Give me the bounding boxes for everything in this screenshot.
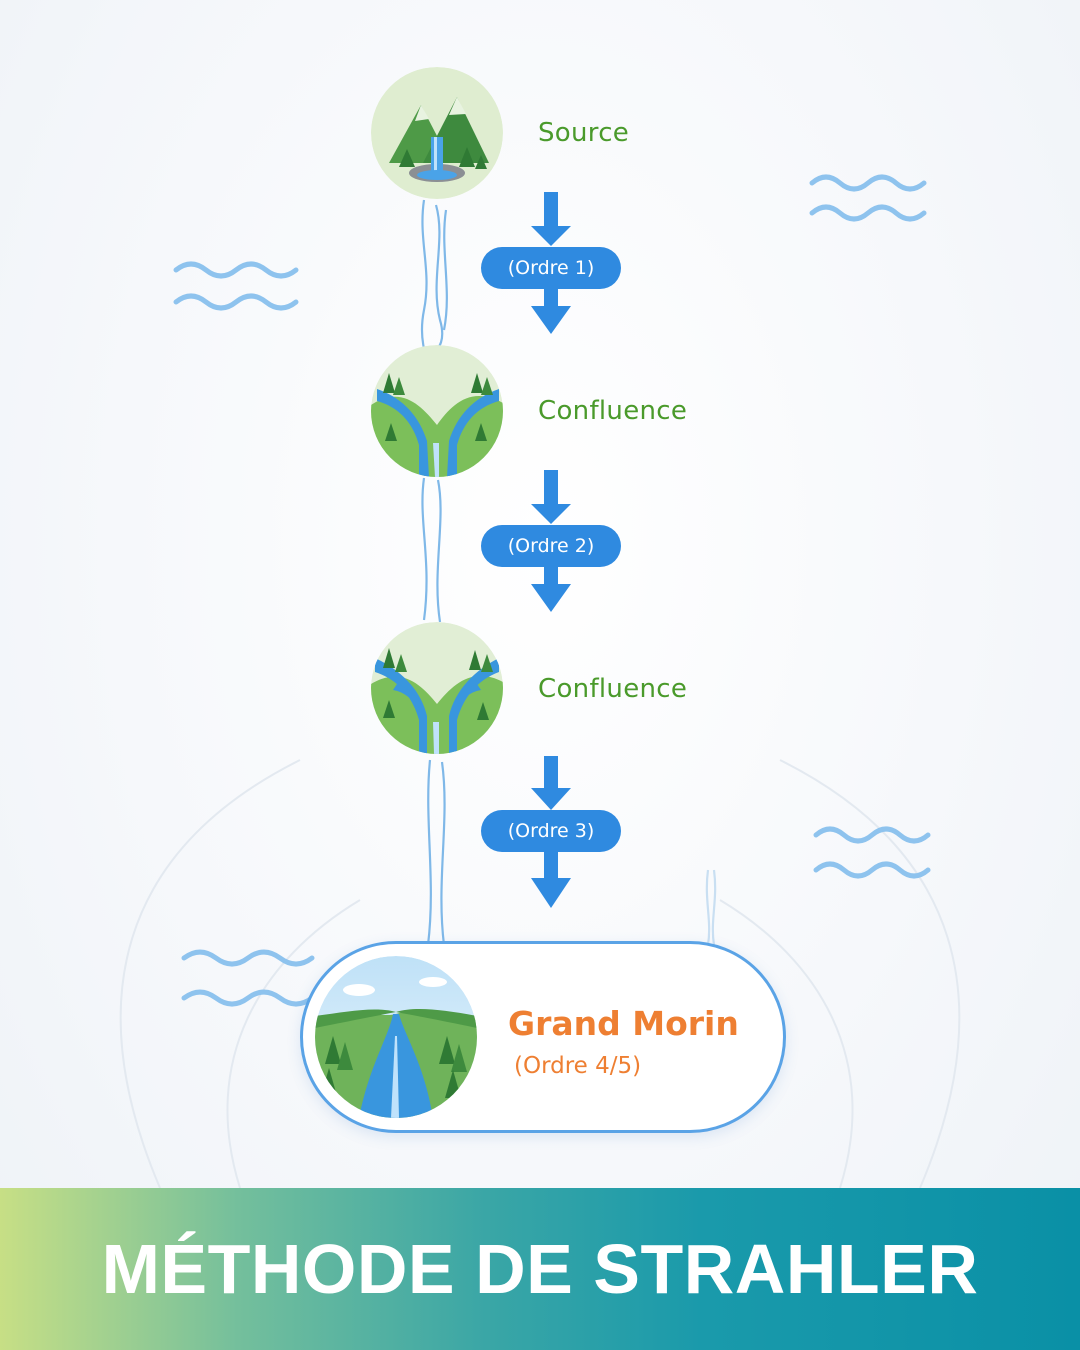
arrow-down-icon <box>531 470 571 612</box>
order-label-1: (Ordre 1) <box>481 247 621 289</box>
final-node-card: Grand Morin (Ordre 4/5) <box>300 941 786 1133</box>
wave-icon <box>173 293 299 311</box>
node-label-confluence-1: Confluence <box>538 396 688 426</box>
arrow-down-icon <box>531 192 571 334</box>
mountain-waterfall-icon <box>371 67 503 199</box>
order-arrow-3: (Ordre 3) <box>481 752 621 908</box>
bg-contour-line <box>719 899 854 1188</box>
title-banner: MÉTHODE DE STRAHLER <box>0 1188 1080 1350</box>
order-arrow-2: (Ordre 2) <box>481 466 621 616</box>
diagram-area: Source (Ordre 1) Confluence <box>119 67 961 1188</box>
background-decoration <box>119 174 961 1188</box>
order-label-3: (Ordre 3) <box>481 810 621 852</box>
order-label-2: (Ordre 2) <box>481 525 621 567</box>
wave-icon <box>181 949 315 967</box>
node-label-source: Source <box>538 118 630 148</box>
node-label-confluence-2: Confluence <box>538 674 688 704</box>
bg-contour-line <box>226 899 361 1188</box>
river-confluence-icon <box>371 622 503 754</box>
river-confluence-icon <box>371 345 503 477</box>
final-node-order: (Ordre 4/5) <box>514 1053 642 1079</box>
wave-icon <box>809 204 927 222</box>
wave-marks <box>173 174 931 1007</box>
final-node-title: Grand Morin <box>508 1004 739 1043</box>
wave-icon <box>813 826 931 844</box>
river-valley-icon <box>315 956 477 1118</box>
arrow-down-icon <box>531 756 571 908</box>
wave-icon <box>181 989 315 1007</box>
order-arrow-1: (Ordre 1) <box>481 188 621 338</box>
wave-icon <box>813 861 931 879</box>
stream-lines <box>420 199 717 946</box>
banner-title: MÉTHODE DE STRAHLER <box>101 1230 979 1308</box>
bg-contour-line <box>779 759 961 1188</box>
wave-icon <box>809 174 927 192</box>
wave-icon <box>173 261 299 279</box>
bg-contour-line <box>119 759 301 1188</box>
